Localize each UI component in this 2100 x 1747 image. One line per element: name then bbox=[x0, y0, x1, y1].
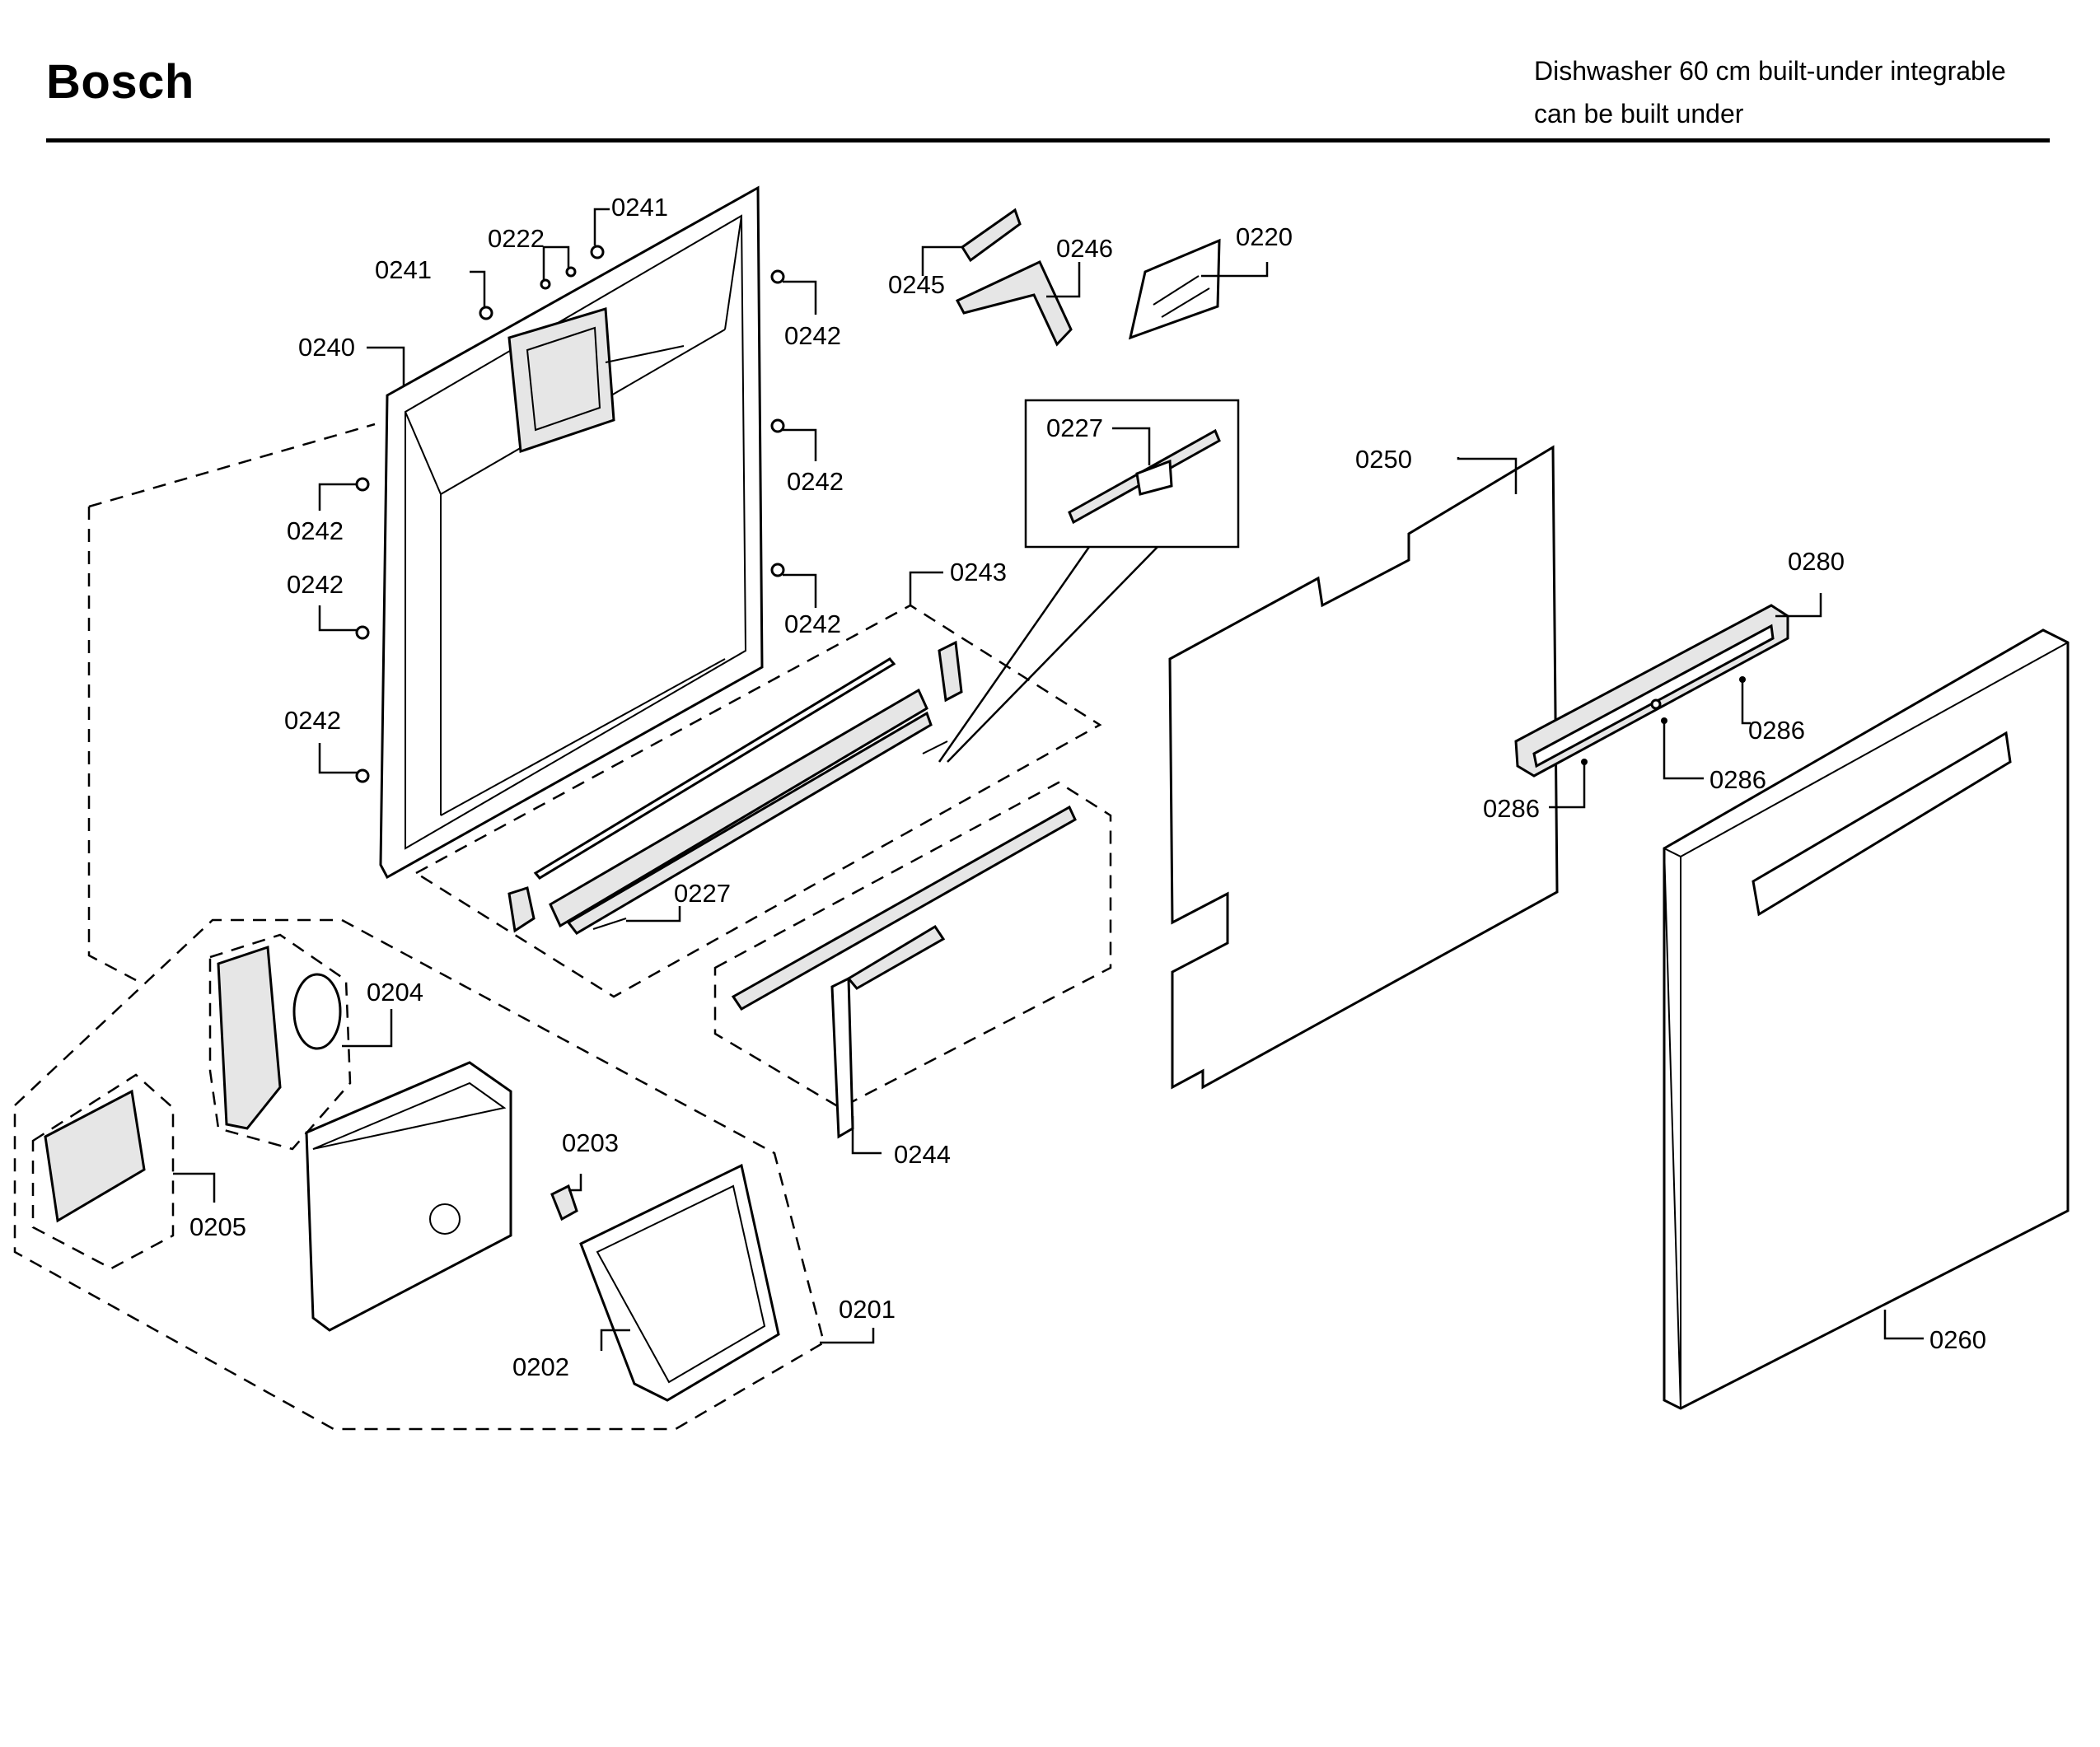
header-divider bbox=[46, 138, 2050, 142]
label-0227-lower: 0227 bbox=[674, 879, 731, 908]
handle-part bbox=[1514, 604, 1789, 778]
label-0243: 0243 bbox=[950, 558, 1007, 586]
subtitle-line-1: Dishwasher 60 cm built-under integrable bbox=[1534, 56, 2006, 86]
label-0242-left-3: 0242 bbox=[284, 706, 341, 735]
label-0242-right-2: 0242 bbox=[787, 467, 844, 496]
label-0250: 0250 bbox=[1355, 445, 1412, 474]
label-0240: 0240 bbox=[298, 333, 355, 362]
label-0241-left: 0241 bbox=[375, 255, 432, 284]
label-0202: 0202 bbox=[512, 1352, 569, 1381]
label-0286-left: 0286 bbox=[1483, 794, 1540, 823]
insulation-panel-part bbox=[1168, 445, 1559, 1090]
label-0244: 0244 bbox=[894, 1140, 951, 1169]
subtitle-line-2: can be built under bbox=[1534, 99, 1744, 128]
screws-group bbox=[355, 245, 785, 783]
label-0286-middle: 0286 bbox=[1709, 765, 1766, 794]
leader-lines bbox=[87, 208, 1924, 1351]
label-0205: 0205 bbox=[189, 1212, 246, 1241]
label-0242-right-3: 0242 bbox=[784, 610, 841, 638]
label-0242-right-1: 0242 bbox=[784, 321, 841, 350]
detail-box bbox=[938, 399, 1240, 763]
rail-bracket-group bbox=[713, 781, 1112, 1139]
hinge-bracket-parts bbox=[955, 208, 1221, 347]
label-0242-left-2: 0242 bbox=[287, 570, 344, 599]
label-0241-top: 0241 bbox=[611, 193, 668, 222]
label-0280: 0280 bbox=[1788, 547, 1845, 576]
label-0201: 0201 bbox=[839, 1295, 896, 1324]
rail-assembly-group bbox=[414, 604, 1102, 998]
detergent-dispenser-group bbox=[13, 918, 826, 1431]
label-0286-right: 0286 bbox=[1748, 716, 1805, 745]
label-0245: 0245 bbox=[888, 270, 945, 299]
part-labels: 0241 0241 0222 0240 0242 0242 0242 0242 … bbox=[189, 193, 1986, 1381]
document-subtitle: Dishwasher 60 cm built-under integrable … bbox=[1534, 49, 2045, 135]
inner-door-frame-part bbox=[379, 185, 764, 880]
label-0246: 0246 bbox=[1056, 234, 1113, 263]
label-0260: 0260 bbox=[1929, 1325, 1986, 1354]
label-0227-detail: 0227 bbox=[1046, 413, 1103, 442]
label-0204: 0204 bbox=[367, 978, 423, 1007]
label-0203: 0203 bbox=[562, 1128, 619, 1157]
label-0220: 0220 bbox=[1236, 222, 1293, 251]
brand-title: Bosch bbox=[46, 55, 194, 109]
label-0242-left-1: 0242 bbox=[287, 516, 344, 545]
label-0222: 0222 bbox=[488, 224, 545, 253]
front-panel-part bbox=[1663, 628, 2070, 1410]
